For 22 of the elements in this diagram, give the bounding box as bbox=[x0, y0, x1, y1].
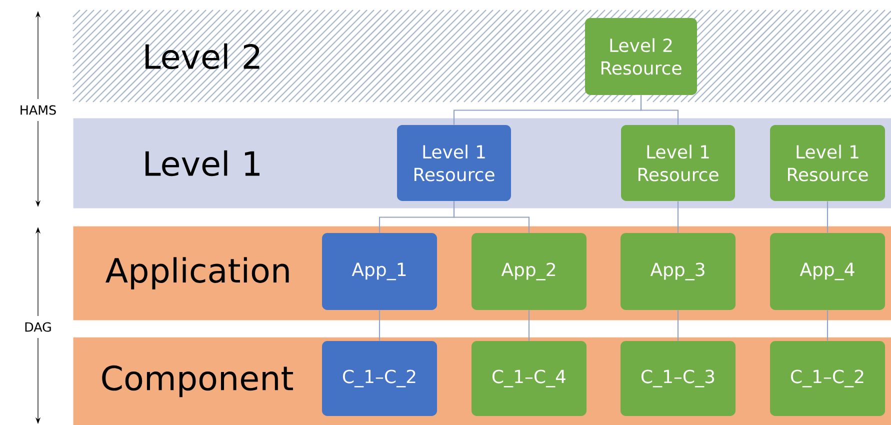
resource-box: C_1–C_3 bbox=[620, 341, 736, 416]
connector-line bbox=[453, 201, 530, 233]
resource-box: C_1–C_2 bbox=[322, 341, 437, 416]
axis-label: DAG bbox=[25, 322, 51, 332]
connector-line bbox=[528, 310, 530, 341]
connector-line bbox=[826, 201, 828, 233]
connector-line bbox=[677, 310, 679, 341]
axis-label: HAMS bbox=[20, 105, 56, 115]
connector-line bbox=[378, 310, 380, 341]
resource-box: Level 1 Resource bbox=[621, 125, 736, 201]
connector-line bbox=[826, 310, 828, 341]
connector-line bbox=[677, 201, 679, 233]
resource-box: Level 1 Resource bbox=[770, 125, 885, 201]
resource-box: App_2 bbox=[472, 233, 586, 310]
resource-box: C_1–C_4 bbox=[472, 341, 586, 416]
resource-box: Level 1 Resource bbox=[397, 125, 511, 201]
resource-box: Level 2 Resource bbox=[585, 18, 697, 95]
resource-box: App_3 bbox=[620, 233, 736, 310]
connector-line bbox=[640, 95, 679, 125]
resource-box: App_4 bbox=[770, 233, 885, 310]
resource-box: App_1 bbox=[322, 233, 437, 310]
resource-box: C_1–C_2 bbox=[770, 341, 885, 416]
